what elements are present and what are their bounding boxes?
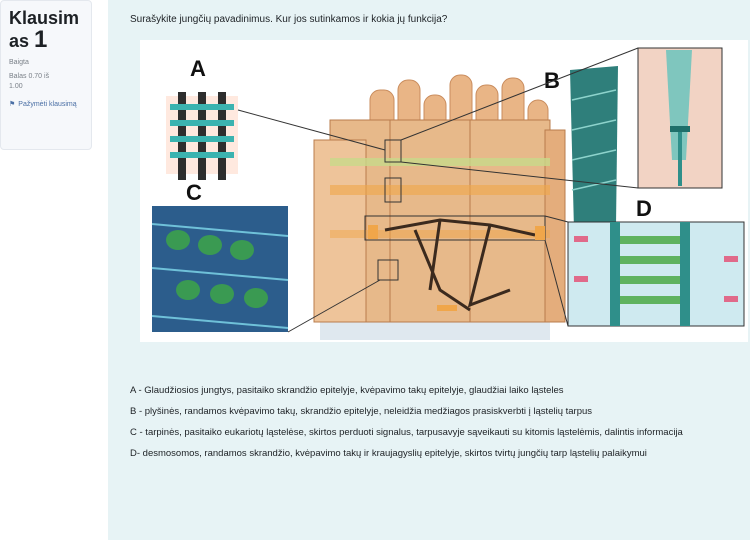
question-prompt: Surašykite jungčių pavadinimus. Kur jos … <box>130 14 448 25</box>
figure-label-b: B <box>544 68 560 93</box>
answer-line-a: A - Glaudžiosios jungtys, pasitaiko skra… <box>130 385 564 396</box>
answer-text: A - Glaudžiosios jungtys, pasitaiko skra… <box>130 384 730 468</box>
figure-label-c: C <box>186 180 202 205</box>
question-title: Klausim as 1 <box>9 8 80 53</box>
flag-question-link[interactable]: ⚑ Pažymėti klausimą <box>9 100 83 110</box>
question-number: 1 <box>34 26 48 53</box>
answer-line-d: D- desmosomos, randamos skrandžio, kvėpa… <box>130 448 647 459</box>
figure-label-d: D <box>636 196 652 221</box>
cell-junctions-figure: A C B <box>140 40 748 342</box>
flag-question-label: Pažymėti klausimą <box>18 101 77 108</box>
figure-label-a: A <box>190 56 206 81</box>
question-status: Baigta <box>9 59 29 66</box>
answer-line-b: B - plyšinės, randamos kvėpavimo takų, s… <box>130 406 593 417</box>
answer-line-c: C - tarpinės, pasitaiko eukariotų ląstel… <box>130 427 683 438</box>
question-content: Surašykite jungčių pavadinimus. Kur jos … <box>108 0 750 540</box>
question-grade: Balas 0.70 iš 1.00 <box>9 73 50 90</box>
question-info-panel: Klausim as 1 Baigta Balas 0.70 iš 1.00 ⚑… <box>0 0 92 150</box>
flag-icon: ⚑ <box>9 101 16 108</box>
